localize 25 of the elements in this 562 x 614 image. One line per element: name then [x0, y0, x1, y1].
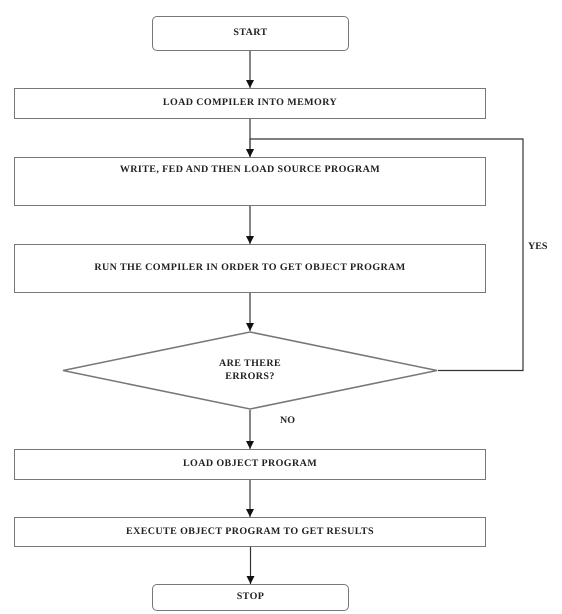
arrow	[246, 51, 254, 88]
terminal-box	[152, 16, 349, 51]
decision-diamond	[62, 331, 438, 410]
process-box	[14, 88, 486, 119]
arrow	[246, 480, 254, 517]
arrow	[246, 547, 254, 584]
box-text: RUN THE COMPILER IN ORDER TO GET OBJECT PROGRAM	[94, 262, 406, 275]
box-text: LOAD COMPILER INTO MEMORY	[162, 97, 338, 110]
process-box	[14, 517, 486, 547]
process-box	[14, 157, 486, 206]
terminal-box	[152, 584, 349, 611]
process-box	[14, 449, 486, 480]
box-text: START	[233, 27, 268, 40]
box-text: EXECUTE OBJECT PROGRAM TO GET RESULTS	[126, 526, 374, 538]
arrow	[246, 138, 524, 372]
arrow	[246, 293, 254, 331]
box-text: ARE THERE ERRORS?	[218, 358, 282, 383]
box-text: WRITE, FED AND THEN LOAD SOURCE PROGRAM	[120, 164, 380, 176]
process-box	[14, 244, 486, 293]
edge-label: NO	[279, 415, 296, 426]
arrow	[246, 206, 254, 244]
box-text: LOAD OBJECT PROGRAM	[182, 458, 318, 471]
arrow	[246, 410, 254, 449]
box-text: STOP	[236, 591, 264, 604]
edge-label: YES	[527, 241, 548, 252]
